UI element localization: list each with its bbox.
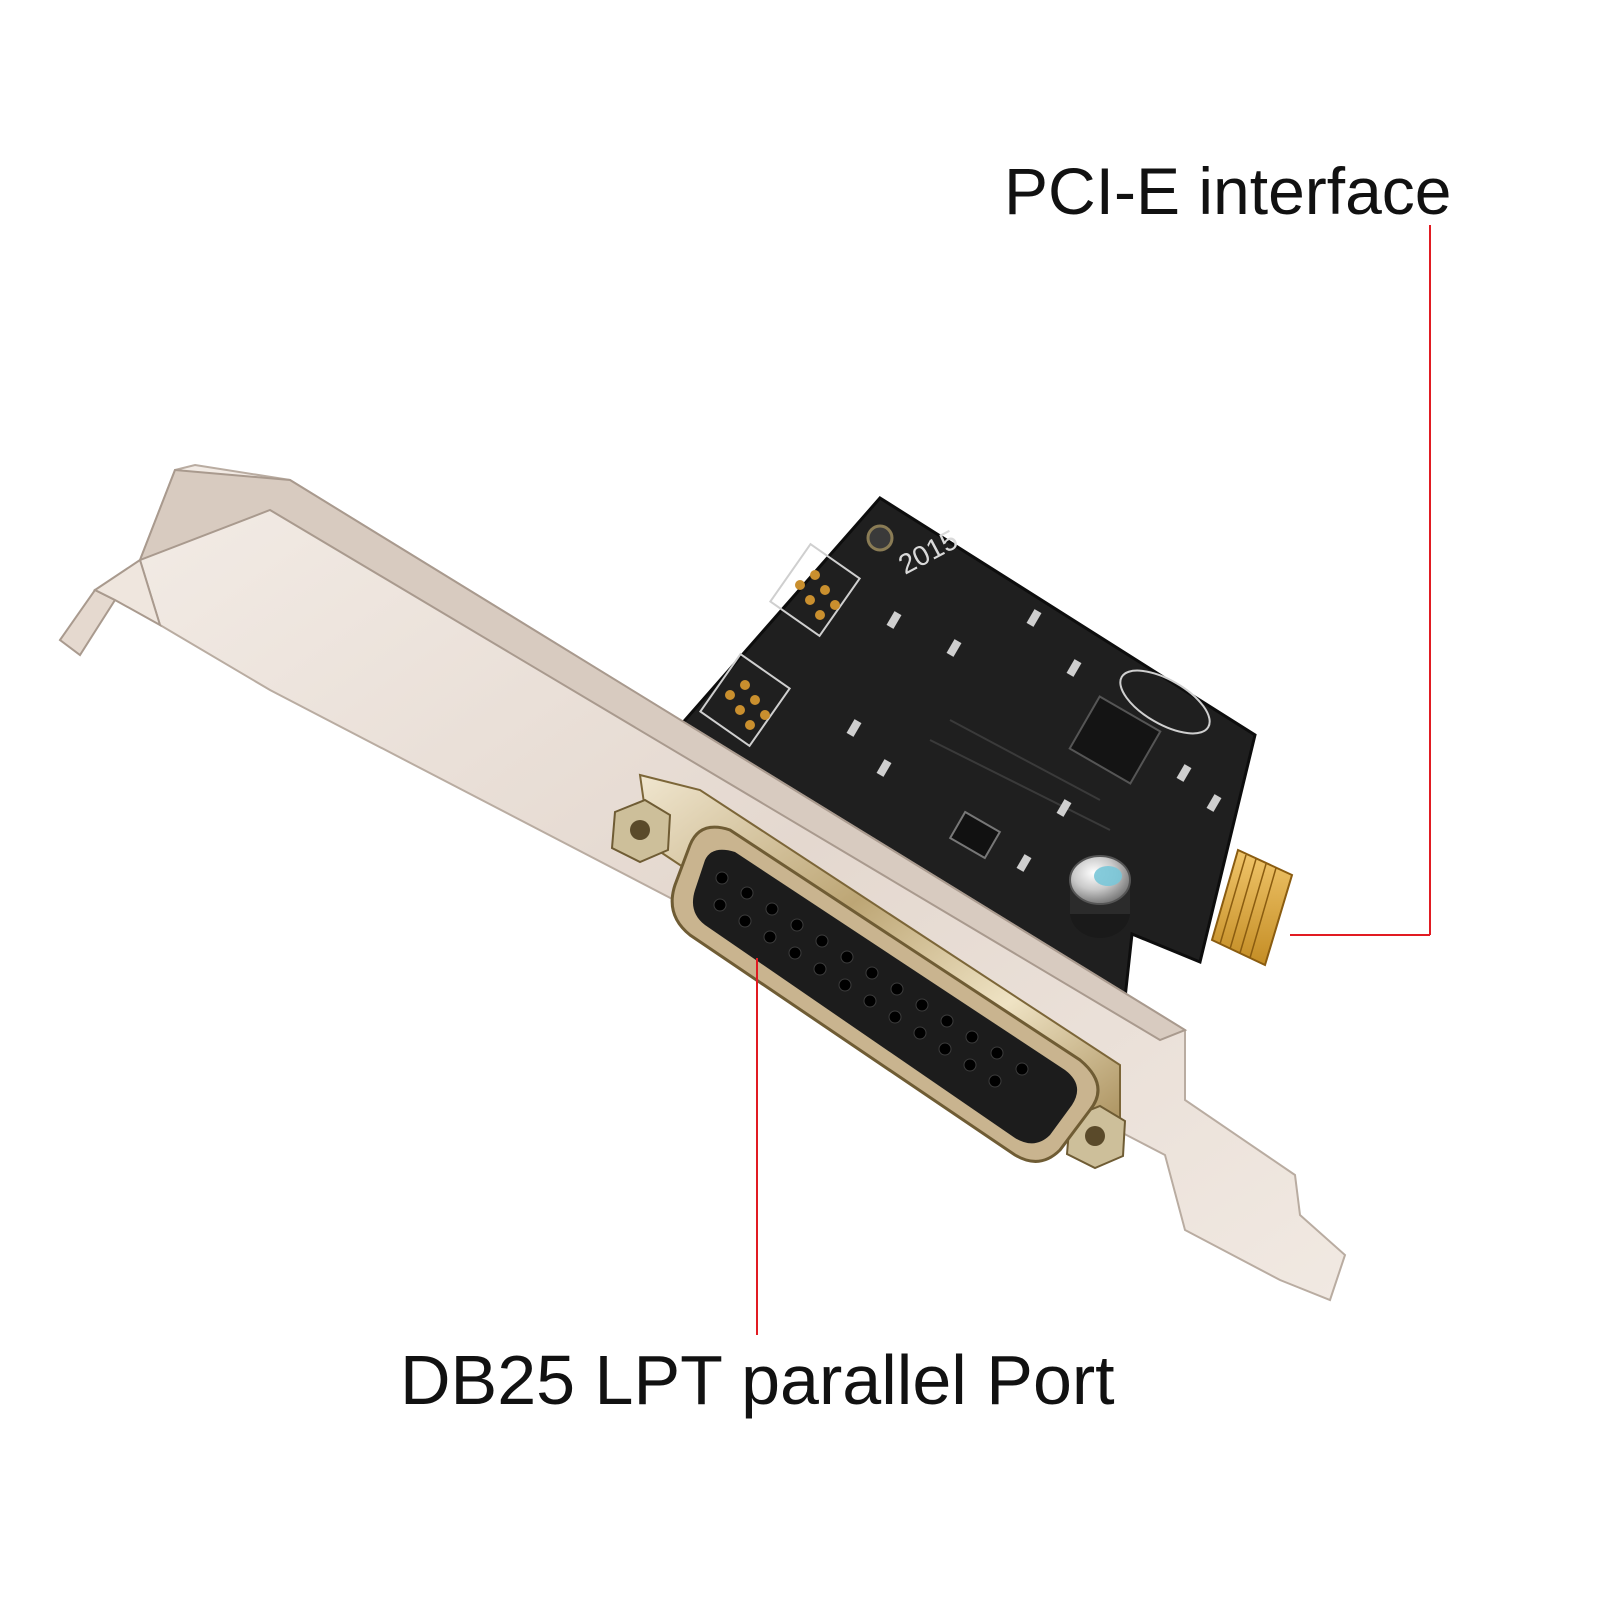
hex-standoff-left: [610, 798, 672, 864]
pcie-interface-label: PCI-E interface: [1004, 154, 1452, 228]
pcie-leader-line: [1290, 225, 1431, 936]
pcie-gold-contacts: [1210, 848, 1294, 967]
crystal-oscillator: [1119, 669, 1211, 735]
controller-chip: [1068, 695, 1162, 785]
pin-header: [698, 542, 862, 748]
capacitor: [1069, 855, 1131, 938]
header-pins: [725, 570, 840, 730]
db25-pin-holes: [713, 871, 1029, 1088]
voltage-regulator: [948, 810, 1002, 860]
smd-components: [846, 609, 1222, 872]
db25-port-label: DB25 LPT parallel Port: [400, 1341, 1115, 1419]
db25-connector: [610, 773, 1127, 1170]
